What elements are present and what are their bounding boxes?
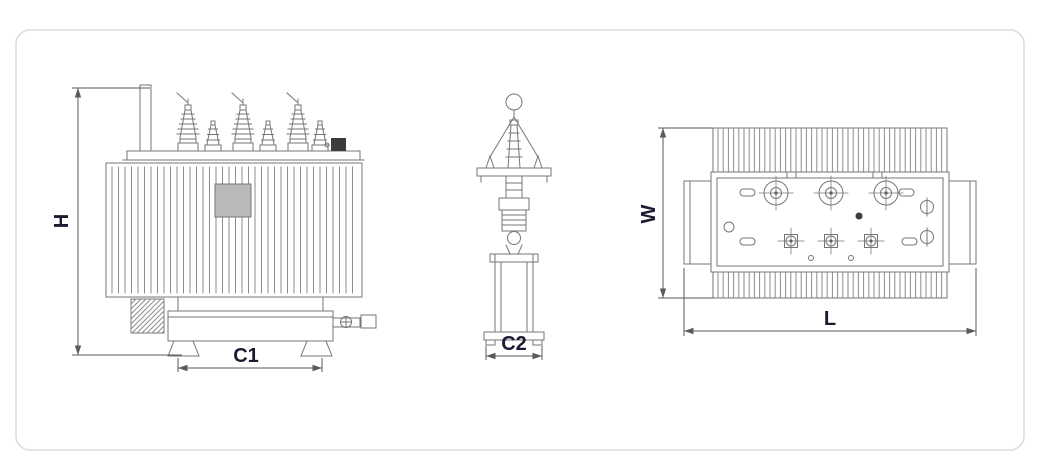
label-top-depth: W: [638, 204, 660, 223]
top-view: [683, 127, 977, 299]
jack-point-2: [920, 227, 934, 247]
dim-c2: C2: [485, 333, 543, 360]
cover-fitting: [324, 142, 330, 148]
dim-c1: C1: [177, 345, 323, 372]
slot-1: [739, 188, 756, 197]
slot-3: [739, 237, 756, 246]
base-assembly: [130, 296, 377, 357]
left-foot: [167, 340, 200, 357]
drain-valve: [332, 314, 377, 329]
terminal-box: [331, 138, 346, 151]
dim-height: H: [51, 87, 182, 356]
dim-l: L: [683, 268, 977, 336]
dim-w: W: [638, 127, 713, 299]
label-top-length: L: [824, 308, 836, 330]
right-bracket: [948, 180, 977, 265]
small-port: [723, 221, 735, 233]
nameplate: [214, 183, 252, 218]
front-view: [105, 84, 377, 357]
radiator-hatched-box: [130, 298, 165, 334]
edge-notch-1: [786, 171, 797, 179]
lifting-hook: [505, 93, 523, 118]
tank-top-inner: [716, 177, 944, 267]
lifting-lug-left: [485, 154, 495, 169]
side-view: [476, 93, 552, 346]
lifting-lug-right: [533, 154, 543, 169]
side-base: [483, 331, 545, 341]
jack-point-1: [920, 197, 934, 217]
side-foot-right: [532, 339, 543, 346]
label-front-width: C1: [233, 345, 259, 367]
label-side-width: C2: [501, 333, 527, 355]
tank-fins: [111, 166, 353, 294]
bolt-2: [848, 255, 854, 261]
right-foot: [300, 340, 333, 357]
side-bushing-upper: [505, 119, 523, 169]
edge-notch-2: [872, 171, 883, 179]
slot-2: [898, 188, 915, 197]
side-bushing-lower: [498, 175, 530, 255]
bolt-1: [808, 255, 814, 261]
slot-4: [901, 237, 918, 246]
oil-plug: [855, 212, 863, 220]
tank-front: [105, 162, 363, 298]
drawing-lines: [105, 84, 977, 357]
left-bracket: [683, 180, 712, 265]
side-foot-left: [485, 339, 496, 346]
label-front-height: H: [51, 214, 73, 228]
